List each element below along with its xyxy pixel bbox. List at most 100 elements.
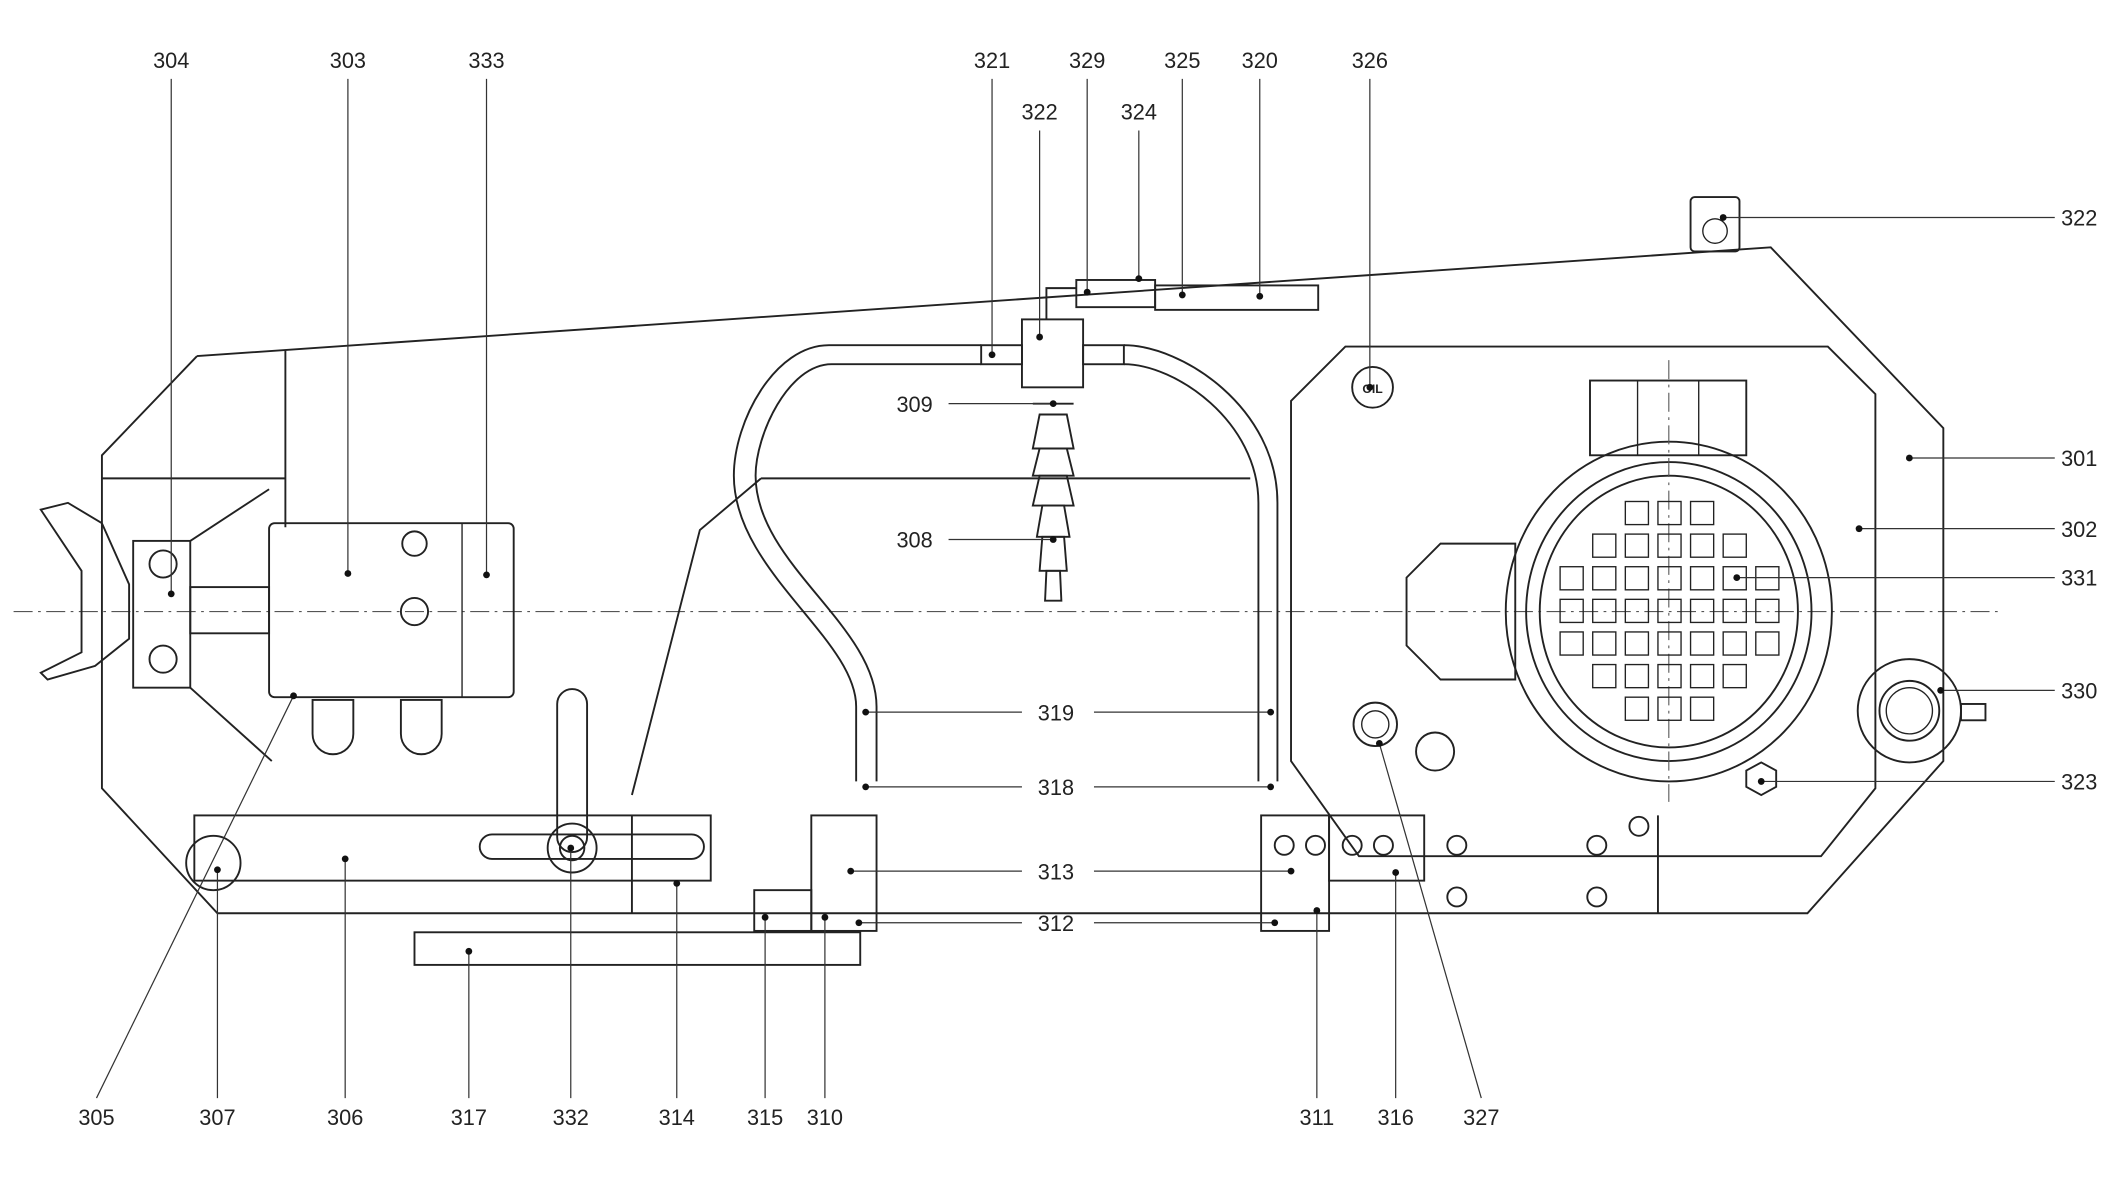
leader-dot-310 bbox=[821, 913, 829, 921]
leader-dot-312 bbox=[855, 919, 863, 927]
callout-label-314: 314 bbox=[659, 1105, 695, 1130]
vent-slot bbox=[1657, 598, 1682, 624]
callout-label-320: 320 bbox=[1242, 48, 1278, 73]
leader-dot-323 bbox=[1757, 778, 1765, 785]
vent-slot bbox=[1592, 598, 1617, 624]
callout-label-304: 304 bbox=[153, 48, 189, 73]
callout-label-302: 302 bbox=[2061, 517, 2097, 542]
leader-dot-331 bbox=[1733, 574, 1741, 581]
vent-slot bbox=[1689, 500, 1715, 526]
vent-slot bbox=[1657, 696, 1682, 721]
vent-slot bbox=[1559, 631, 1584, 656]
leader-dot-318 bbox=[862, 783, 870, 791]
leader-dot-327 bbox=[1375, 739, 1383, 747]
vent-slot bbox=[1722, 598, 1747, 624]
leader-dot-306 bbox=[341, 855, 349, 863]
leader-dot-333 bbox=[483, 571, 490, 579]
leader-dot-307 bbox=[214, 866, 221, 874]
vent-slot bbox=[1624, 696, 1650, 721]
saw-frame bbox=[100, 246, 1945, 915]
callout-label-317: 317 bbox=[451, 1105, 487, 1130]
leader-dot-332 bbox=[567, 844, 575, 852]
coolant-valve bbox=[980, 279, 1320, 389]
vent-slot bbox=[1689, 663, 1715, 689]
callout-label-313: 313 bbox=[1038, 859, 1074, 884]
leader-dot-313 bbox=[1287, 867, 1295, 875]
vent-slot bbox=[1624, 566, 1650, 591]
leader-dot-312 bbox=[1271, 919, 1279, 927]
callout-label-329: 329 bbox=[1069, 48, 1105, 73]
callout-label-315: 315 bbox=[747, 1105, 783, 1130]
drain-plug bbox=[1415, 731, 1456, 772]
leader-line-305 bbox=[95, 695, 295, 1099]
vent-slot bbox=[1624, 500, 1650, 526]
vent-slot bbox=[1657, 500, 1682, 526]
leader-line-327 bbox=[1378, 743, 1482, 1099]
leader-dot-315 bbox=[761, 913, 769, 921]
callout-label-324: 324 bbox=[1121, 100, 1157, 125]
vent-slot bbox=[1755, 566, 1780, 591]
leader-dot-330 bbox=[1937, 686, 1945, 694]
callout-label-318: 318 bbox=[1038, 775, 1074, 800]
callout-label-311: 311 bbox=[1300, 1105, 1335, 1130]
vent-slot bbox=[1722, 663, 1747, 689]
vent-slot bbox=[1559, 598, 1584, 624]
leader-dot-319 bbox=[1267, 708, 1275, 716]
callout-label-326: 326 bbox=[1352, 48, 1388, 73]
oil-sight-glass bbox=[1352, 701, 1398, 748]
leader-dot-320 bbox=[1256, 292, 1264, 300]
vent-slot bbox=[1624, 631, 1650, 656]
callout-label-322: 322 bbox=[2061, 206, 2097, 231]
vent-slot bbox=[1624, 598, 1650, 624]
callout-label-309: 309 bbox=[896, 392, 932, 417]
vent-slot bbox=[1592, 663, 1617, 689]
vent-slot bbox=[1689, 631, 1715, 656]
leader-dot-326 bbox=[1366, 383, 1374, 391]
vent-slot bbox=[1657, 566, 1682, 591]
base-bar bbox=[185, 688, 862, 966]
callout-label-306: 306 bbox=[327, 1105, 363, 1130]
leader-dot-305 bbox=[290, 692, 297, 700]
leader-dot-321 bbox=[988, 351, 996, 359]
leader-dot-322 bbox=[1719, 214, 1727, 221]
leader-dot-304 bbox=[167, 590, 175, 598]
vent-slot bbox=[1755, 631, 1780, 656]
leader-dot-302 bbox=[1855, 525, 1863, 533]
leader-dot-303 bbox=[344, 570, 352, 577]
vice bbox=[39, 488, 515, 762]
pipe-brackets bbox=[753, 814, 1650, 932]
callout-label-323: 323 bbox=[2061, 770, 2097, 795]
callout-label-308: 308 bbox=[896, 528, 932, 553]
callout-label-333: 333 bbox=[468, 48, 504, 73]
callout-label-301: 301 bbox=[2061, 446, 2097, 471]
bearing-flange bbox=[1856, 658, 1987, 764]
vent-slot bbox=[1624, 663, 1650, 689]
leader-dot-318 bbox=[1267, 783, 1275, 791]
vent-slot bbox=[1689, 598, 1715, 624]
callout-label-316: 316 bbox=[1378, 1105, 1414, 1130]
coolant-pipes bbox=[732, 344, 1279, 782]
leader-dot-308 bbox=[1049, 536, 1057, 543]
callout-label-307: 307 bbox=[199, 1105, 235, 1130]
vent-slot bbox=[1722, 631, 1747, 656]
callout-label-325: 325 bbox=[1164, 48, 1200, 73]
motor-vent-grid bbox=[1559, 500, 1780, 721]
vent-slot bbox=[1689, 533, 1715, 558]
callout-label-319: 319 bbox=[1038, 700, 1074, 725]
callout-label-331: 331 bbox=[2061, 566, 2097, 591]
vent-slot bbox=[1624, 533, 1650, 558]
callout-label-310: 310 bbox=[807, 1105, 843, 1130]
callout-label-322: 322 bbox=[1021, 100, 1057, 125]
hex-plug bbox=[1745, 761, 1778, 797]
callout-label-312: 312 bbox=[1038, 911, 1074, 936]
vent-slot bbox=[1657, 631, 1682, 656]
vent-slot bbox=[1657, 533, 1682, 558]
leader-dot-301 bbox=[1905, 454, 1913, 462]
vent-slot bbox=[1689, 696, 1715, 721]
callout-label-330: 330 bbox=[2061, 679, 2097, 704]
callout-label-303: 303 bbox=[330, 48, 366, 73]
callout-label-327: 327 bbox=[1463, 1105, 1499, 1130]
vent-slot bbox=[1559, 566, 1584, 591]
